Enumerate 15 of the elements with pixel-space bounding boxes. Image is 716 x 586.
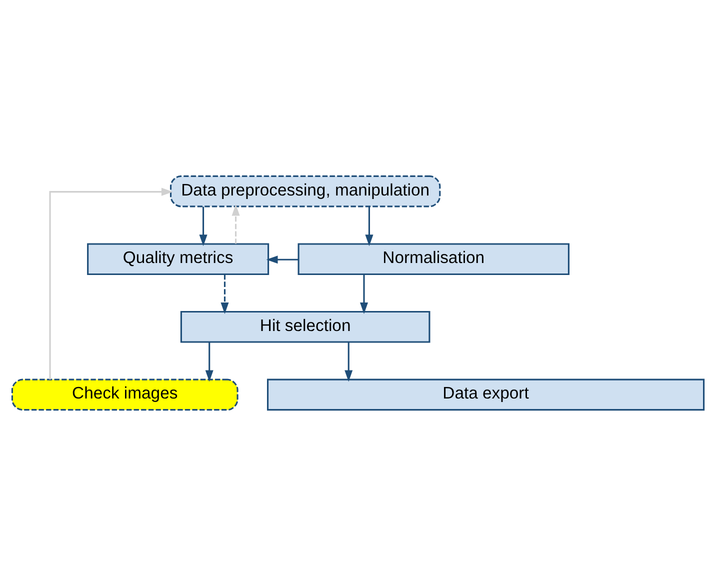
node-box: Quality metrics: [87, 243, 270, 275]
arrow: [365, 206, 374, 246]
node-box: Data export: [266, 378, 705, 411]
node-box: Check images: [11, 378, 238, 411]
arrow: [205, 342, 214, 382]
node-box: Data preprocessing, manipulation: [170, 175, 441, 208]
arrow: [344, 342, 353, 382]
arrow: [266, 256, 298, 264]
arrow: [220, 274, 229, 314]
arrow: [199, 206, 208, 246]
arrow: [49, 188, 173, 380]
node-box: Hit selection: [180, 311, 430, 343]
arrow: [232, 204, 240, 244]
node-box: Normalisation: [298, 243, 570, 275]
arrow: [360, 274, 368, 314]
